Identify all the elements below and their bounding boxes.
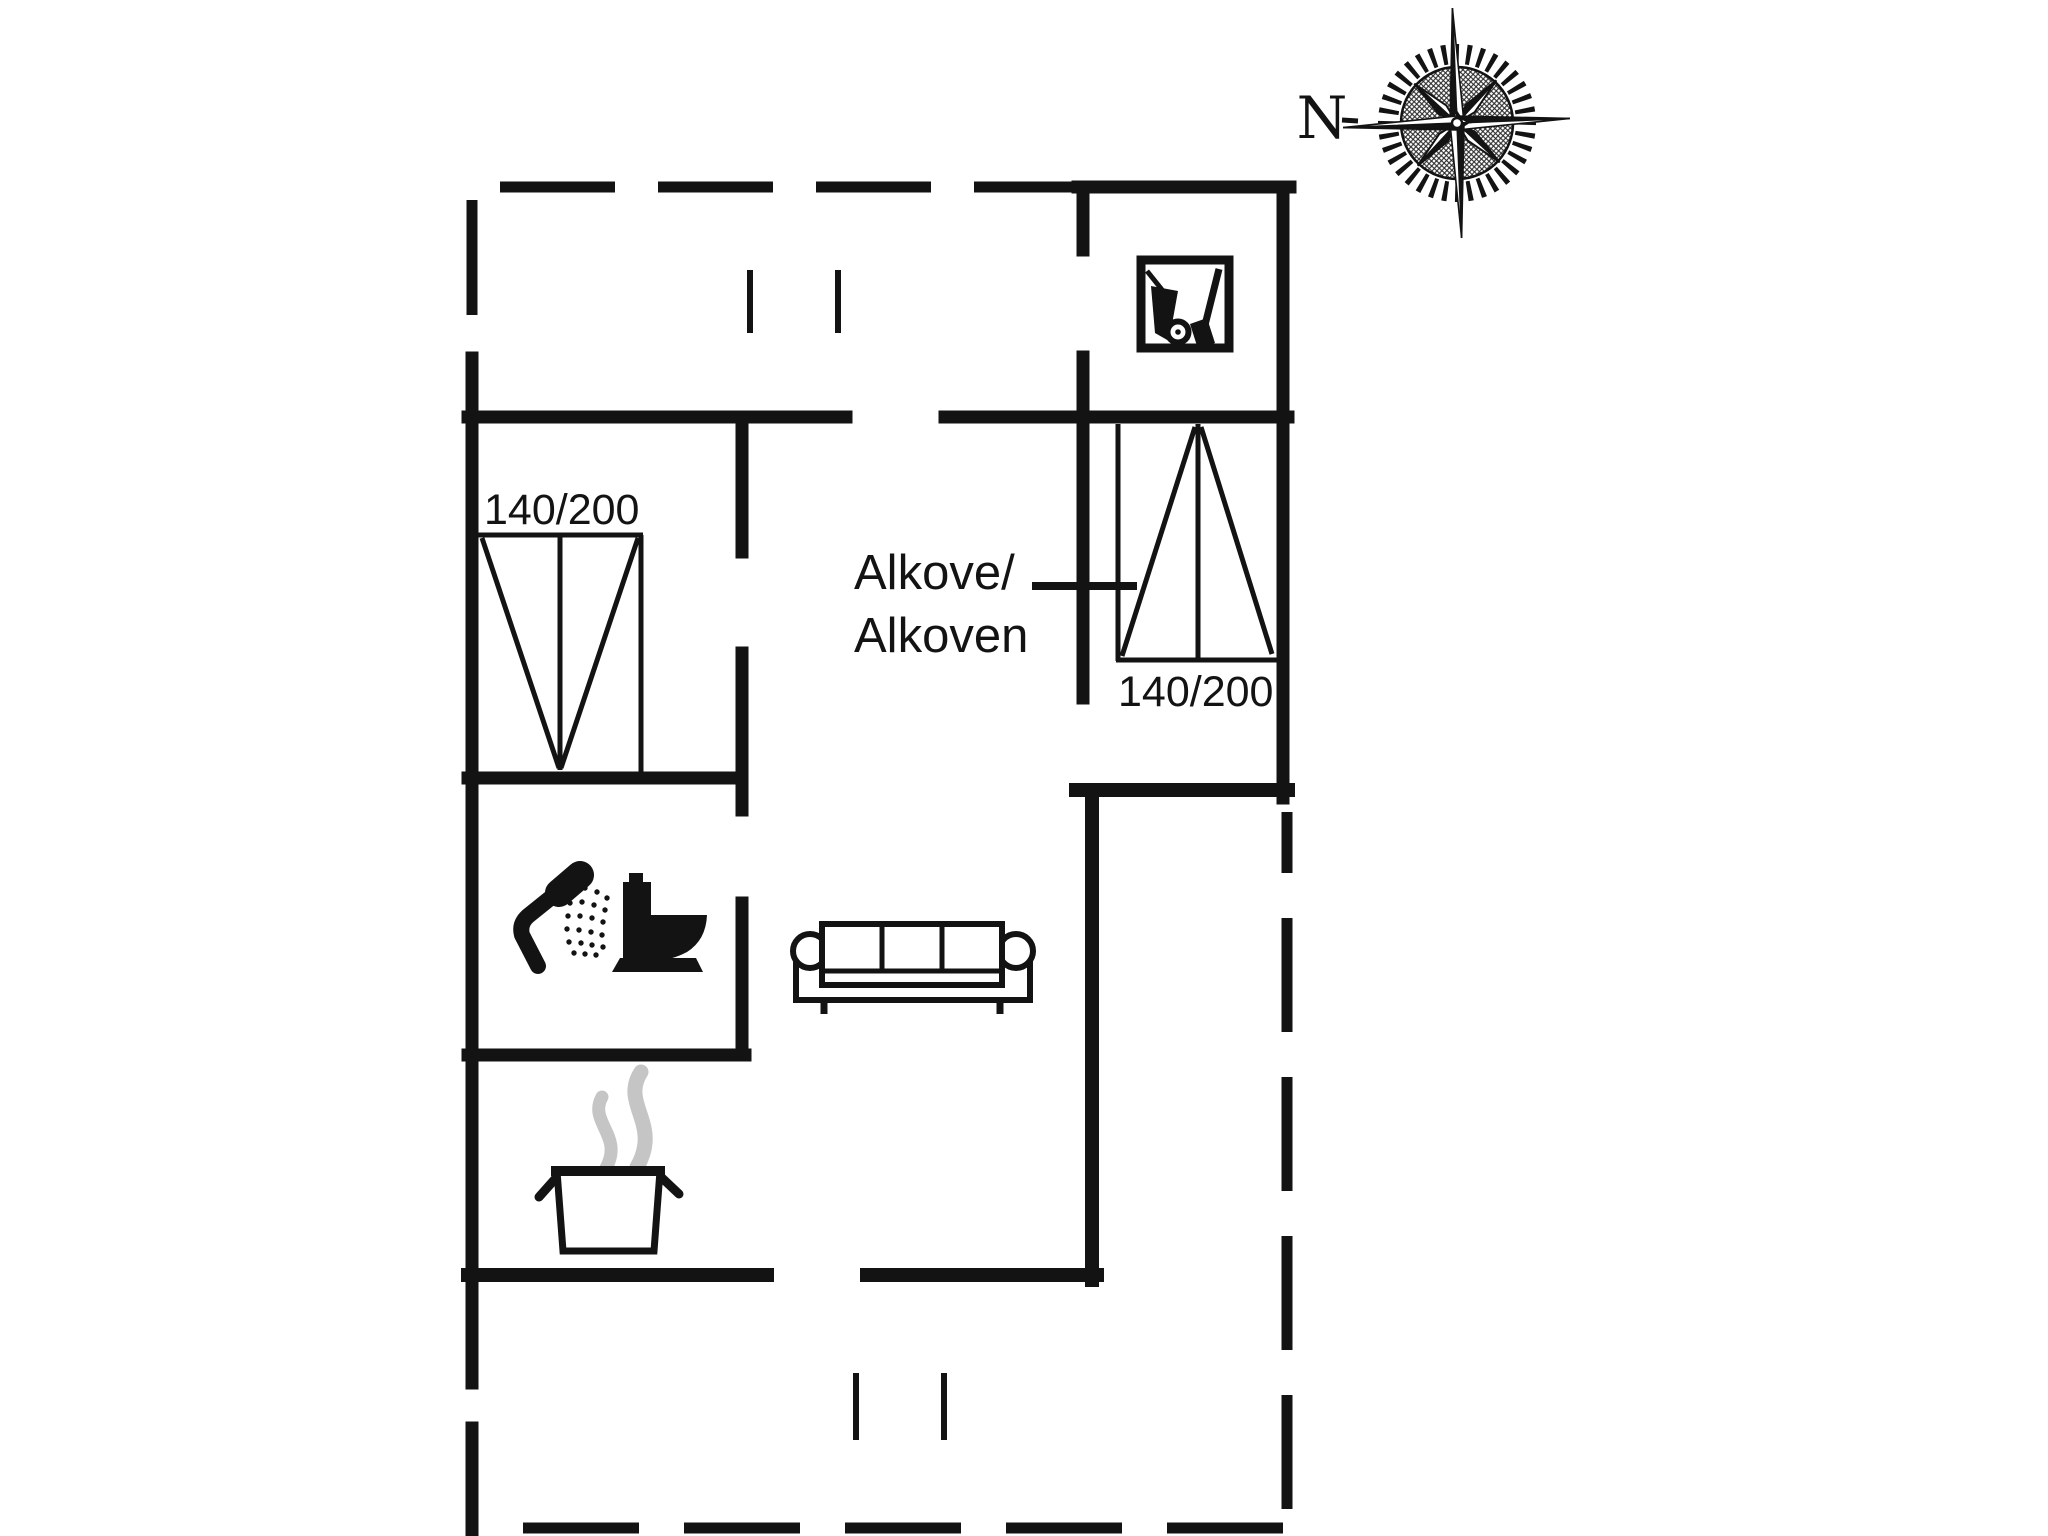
exterior-walls bbox=[461, 180, 1297, 1536]
hand-truck-icon bbox=[1136, 255, 1234, 353]
left-bed-size-label: 140/200 bbox=[484, 486, 639, 534]
toilet-icon bbox=[612, 873, 707, 972]
shower-spray-dots bbox=[564, 885, 610, 958]
alcove-bed-size-label: 140/200 bbox=[1118, 668, 1273, 716]
cooking-pot-icon bbox=[534, 1064, 684, 1255]
compass-rose-icon bbox=[1341, 8, 1570, 238]
exterior-dashed-outline bbox=[466, 181, 1293, 1534]
alcove-bed-icon bbox=[1115, 424, 1279, 663]
door-marks bbox=[747, 270, 947, 1440]
alcove-label-line1: Alkove/ bbox=[854, 546, 1015, 600]
interior-walls bbox=[461, 183, 1295, 1062]
alcove-label-line2: Alkoven bbox=[854, 609, 1028, 663]
double-bed-icon bbox=[467, 532, 644, 776]
shower-icon bbox=[513, 861, 610, 974]
sofa-icon bbox=[790, 921, 1036, 1014]
compass-north-label: N bbox=[1297, 84, 1348, 152]
